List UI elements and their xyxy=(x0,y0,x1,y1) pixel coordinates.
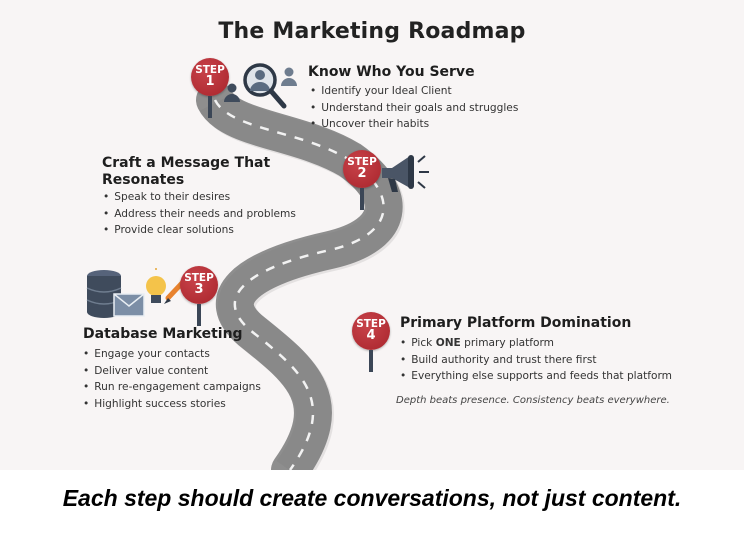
megaphone-icon xyxy=(382,155,429,192)
step-1-bullets: Identify your Ideal Client Understand th… xyxy=(310,83,518,133)
step-3-heading: Database Marketing xyxy=(83,326,243,342)
bullet: Identify your Ideal Client xyxy=(310,83,518,100)
bullet-text: primary platform xyxy=(460,337,555,349)
heading-line: Craft a Message That xyxy=(102,155,271,171)
database-email-lightbulb-pencil-icon xyxy=(86,268,186,318)
bullet: Understand their goals and struggles xyxy=(310,100,518,117)
bullet: Address their needs and problems xyxy=(103,206,296,223)
step-number: 1 xyxy=(205,74,215,89)
bullet: Provide clear solutions xyxy=(103,222,296,239)
bullet-text: Pick xyxy=(411,337,436,349)
step-label: STEP xyxy=(347,156,377,168)
bullet: Speak to their desires xyxy=(103,189,296,206)
sign-pole xyxy=(208,96,212,118)
step-4-heading: Primary Platform Domination xyxy=(400,315,632,331)
bullet-emphasis: ONE xyxy=(435,337,461,349)
bullet: Everything else supports and feeds that … xyxy=(400,368,672,385)
tagline: Depth beats presence. Consistency beats … xyxy=(396,395,670,406)
page-title: The Marketing Roadmap xyxy=(218,19,526,44)
heading-line: Resonates xyxy=(102,172,185,188)
sign-pole xyxy=(360,188,364,210)
step-number: 2 xyxy=(357,166,367,181)
bullet: Uncover their habits xyxy=(310,116,518,133)
caption: Each step should create conversations, n… xyxy=(62,485,682,511)
bullet: Build authority and trust there first xyxy=(400,352,672,369)
step-2-heading: Craft a Message That Resonates xyxy=(102,155,270,189)
step-2-bullets: Speak to their desires Address their nee… xyxy=(103,189,296,239)
sign-pole xyxy=(369,350,373,372)
bullet: Deliver value content xyxy=(83,363,261,380)
winding-road xyxy=(196,81,405,470)
step-label: STEP xyxy=(184,272,214,284)
step-label: STEP xyxy=(356,318,386,330)
magnifier-people-icon xyxy=(224,63,297,109)
step-4-bullets: Pick ONE primary platform Build authorit… xyxy=(400,335,672,385)
step-3-bullets: Engage your contacts Deliver value conte… xyxy=(83,346,261,412)
bullet: Highlight success stories xyxy=(83,396,261,413)
sign-pole xyxy=(197,304,201,326)
bullet: Run re-engagement campaigns xyxy=(83,379,261,396)
step-1-heading: Know Who You Serve xyxy=(308,64,475,80)
bullet: Engage your contacts xyxy=(83,346,261,363)
bullet: Pick ONE primary platform xyxy=(400,335,672,352)
step-number: 4 xyxy=(366,328,376,343)
step-number: 3 xyxy=(194,282,204,297)
step-label: STEP xyxy=(195,64,225,76)
